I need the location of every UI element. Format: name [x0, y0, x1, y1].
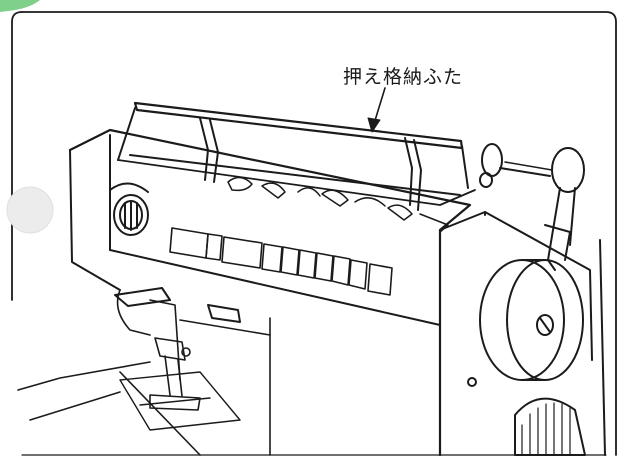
machine-housing	[68, 128, 606, 457]
callout-leader	[367, 87, 386, 133]
corner-accent	[0, 0, 40, 12]
stored-presser-feet	[227, 176, 449, 233]
callout-label: 押え格納ふた	[343, 66, 464, 88]
page-frame	[11, 11, 617, 456]
control-button-row	[169, 227, 393, 296]
handwheel	[479, 259, 584, 381]
stitch-dial	[109, 182, 149, 236]
needle-plate	[119, 371, 241, 431]
presser-foot-storage-lid	[117, 101, 476, 211]
presser-foot-lever	[114, 287, 241, 323]
lower-knob	[467, 377, 586, 456]
needle-area	[116, 289, 271, 456]
spool-pin-assembly	[479, 143, 585, 271]
machine-bed	[17, 361, 201, 456]
hole-punch	[6, 186, 54, 234]
